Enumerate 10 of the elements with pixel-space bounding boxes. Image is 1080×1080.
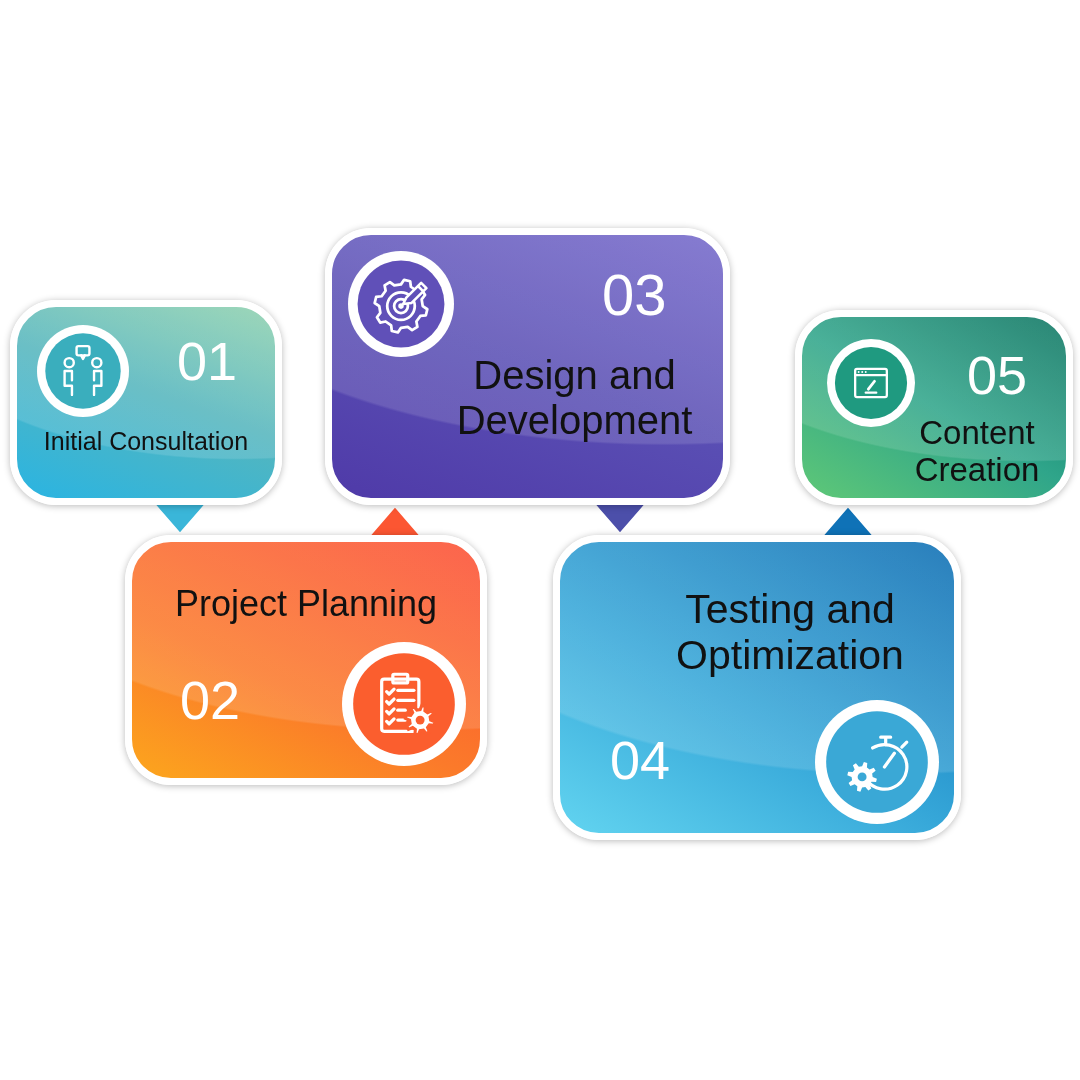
step-title: Testing and Optimization bbox=[675, 587, 905, 679]
step-number: 03 bbox=[602, 263, 667, 328]
step-title: Project Planning bbox=[173, 584, 439, 625]
step-number: 02 bbox=[180, 670, 241, 731]
step-title: Initial Consultation bbox=[42, 427, 250, 455]
step-number: 01 bbox=[177, 331, 238, 392]
step-number: 05 bbox=[967, 345, 1028, 406]
step-title: Content Creation bbox=[913, 415, 1041, 489]
step-number: 04 bbox=[610, 730, 671, 791]
step-title: Design and Development bbox=[455, 353, 694, 443]
